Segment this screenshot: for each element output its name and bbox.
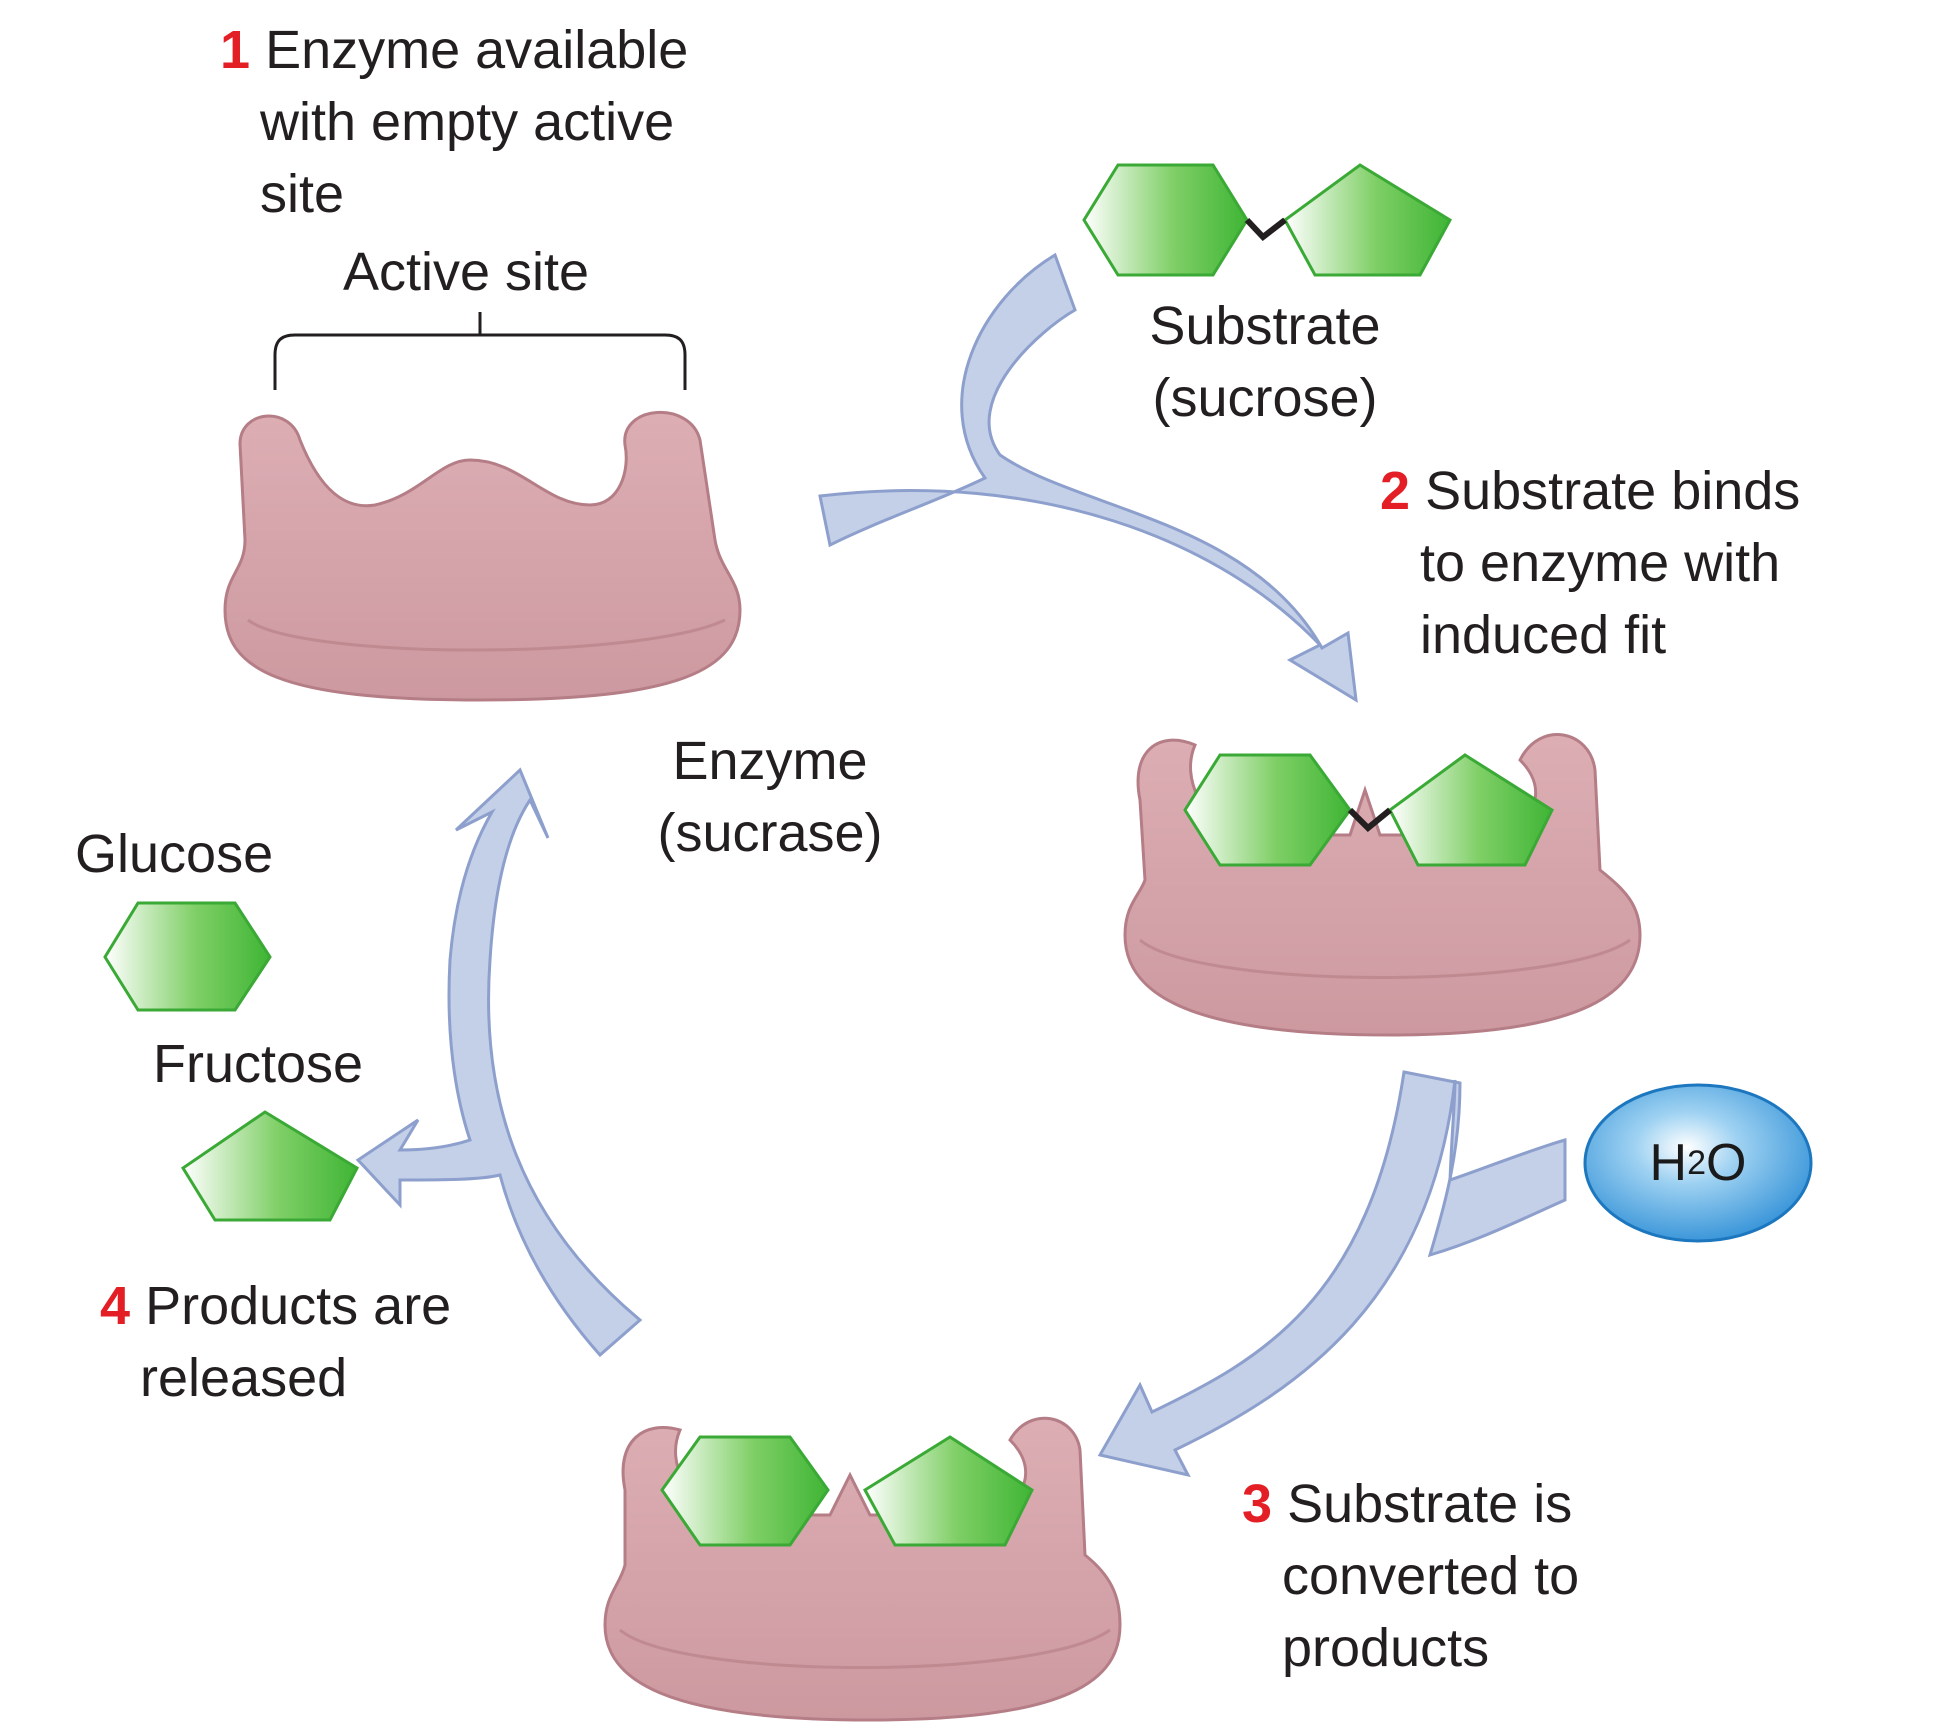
arrow-1-to-2: [818, 252, 1358, 703]
product-glucose-hexagon-icon: [660, 1435, 830, 1547]
bound-glucose-hexagon-icon: [1183, 753, 1352, 867]
released-fructose-pentagon-icon: [180, 1110, 359, 1222]
active-site-label: Active site: [343, 242, 590, 302]
glucose-label: Glucose: [75, 824, 274, 884]
glucose-hexagon-icon: [1082, 163, 1249, 277]
enzyme-label: Enzyme (sucrase): [657, 731, 883, 863]
released-glucose-hexagon-icon: [103, 901, 272, 1012]
step-3-number: 3: [1242, 1474, 1273, 1534]
arrow-3-to-1: [355, 767, 643, 1358]
step-4-label: 4 Products are released: [100, 1276, 452, 1408]
arrow-2-to-3: [1097, 1070, 1567, 1478]
step-3-label: 3 Substrate is converted to products: [1242, 1474, 1580, 1678]
step-4-number: 4: [100, 1276, 131, 1336]
enzyme-products-complex: [603, 1416, 1122, 1722]
step-1-label: 1 Enzyme available with empty active sit…: [220, 20, 689, 224]
fructose-label: Fructose: [153, 1034, 364, 1094]
fructose-pentagon-icon: [1283, 163, 1453, 277]
water-molecule-icon: [1583, 1083, 1813, 1243]
substrate-sucrose: [1082, 163, 1453, 277]
product-fructose-pentagon-icon: [863, 1435, 1034, 1547]
enzyme-substrate-complex: [1123, 733, 1642, 1037]
step-1-number: 1: [220, 20, 251, 80]
active-site-bracket: [273, 312, 687, 390]
bound-fructose-pentagon-icon: [1388, 753, 1554, 867]
substrate-label: Substrate (sucrose): [1149, 296, 1381, 428]
step-2-label: 2 Substrate binds to enzyme with induced…: [1380, 461, 1801, 665]
enzyme-empty: [223, 410, 742, 702]
step-2-number: 2: [1380, 461, 1411, 521]
